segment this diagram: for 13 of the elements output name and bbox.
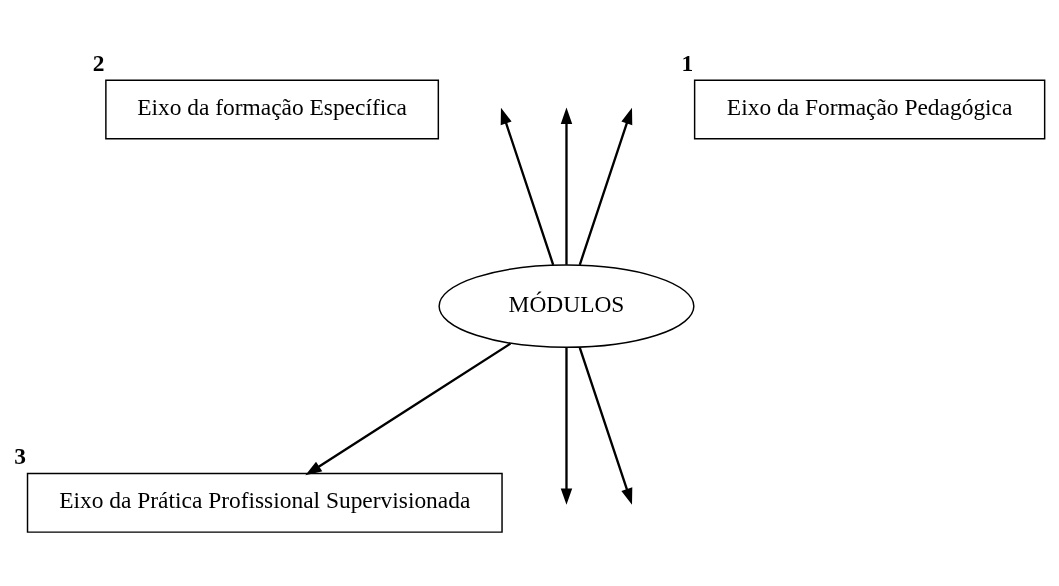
arrow (305, 342, 512, 476)
node-box: Eixo da formação Específica (105, 79, 440, 140)
node-box: Eixo da Prática Profissional Supervisionada (26, 472, 503, 533)
arrow (500, 107, 555, 266)
arrow (560, 107, 573, 265)
node-label: 1 (681, 50, 694, 77)
node-box: Eixo da Formação Pedagógica (693, 79, 1046, 140)
arrow (560, 347, 573, 505)
arrow (578, 107, 633, 266)
node-label: 3 (14, 443, 27, 470)
arrow (578, 347, 633, 505)
node-ellipse: MÓDULOS (438, 264, 695, 349)
node-label: 2 (92, 50, 105, 77)
